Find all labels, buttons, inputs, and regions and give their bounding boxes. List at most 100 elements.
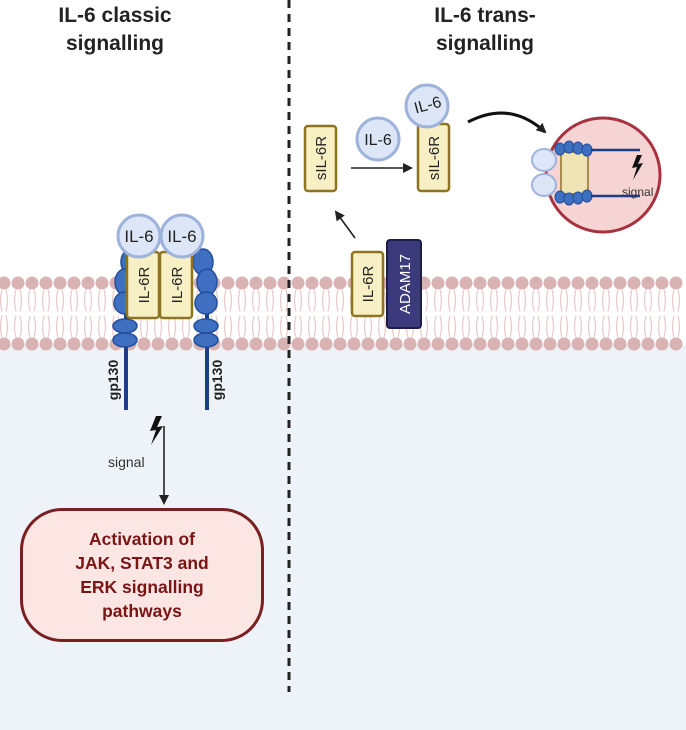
phospholipid-head — [431, 337, 445, 351]
phospholipid-head — [641, 337, 655, 351]
svg-text:IL-6: IL-6 — [412, 94, 443, 118]
phospholipid-head — [39, 337, 53, 351]
phospholipid-head — [515, 276, 529, 290]
phospholipid-head — [137, 337, 151, 351]
phospholipid-head — [95, 337, 109, 351]
phospholipid-head — [571, 337, 585, 351]
phospholipid-head — [669, 276, 683, 290]
phospholipid-head — [249, 337, 263, 351]
svg-text:IL-6: IL-6 — [167, 227, 196, 246]
title-classic-signalling: IL-6 classic signalling — [58, 4, 172, 55]
phospholipid-head — [249, 276, 263, 290]
svg-text:IL-6: IL-6 — [364, 132, 392, 149]
phospholipid-head — [473, 337, 487, 351]
phospholipid-head — [221, 276, 235, 290]
il6-sil6r-complex: sIL-6R IL-6 — [404, 83, 451, 193]
phospholipid-head — [655, 276, 669, 290]
phospholipid-head — [333, 276, 347, 290]
phospholipid-head — [151, 337, 165, 351]
phospholipid-head — [613, 276, 627, 290]
il6r-receptor-classic-2: IL-6R — [158, 250, 194, 320]
phospholipid-head — [627, 337, 641, 351]
phospholipid-head — [669, 337, 683, 351]
phospholipid-head — [655, 337, 669, 351]
lightning-bolt-icon-trans — [632, 155, 643, 180]
svg-text:IL-6R: IL-6R — [360, 265, 377, 302]
adam17-protease: ADAM17 — [386, 239, 422, 329]
svg-text:sIL-6R: sIL-6R — [313, 136, 330, 180]
phospholipid-head — [25, 337, 39, 351]
il6r-membrane-trans: IL-6R — [350, 250, 385, 318]
il6-ligand-classic-2: IL-6 — [159, 213, 205, 259]
phospholipid-head — [585, 276, 599, 290]
phospholipid-head — [375, 337, 389, 351]
phospholipid-head — [25, 276, 39, 290]
svg-text:IL-6: IL-6 — [124, 227, 153, 246]
phospholipid-head — [53, 337, 67, 351]
target-cell — [531, 116, 662, 234]
phospholipid-head — [319, 276, 333, 290]
phospholipid-head — [501, 276, 515, 290]
phospholipid-head — [557, 337, 571, 351]
phospholipid-head — [263, 337, 277, 351]
outcome-box: Activation of JAK, STAT3 and ERK signall… — [20, 508, 264, 642]
gp130-label-right: gp130 — [209, 360, 225, 401]
phospholipid-head — [403, 337, 417, 351]
phospholipid-head — [431, 276, 445, 290]
phospholipid-head — [459, 276, 473, 290]
phospholipid-head — [39, 276, 53, 290]
phospholipid-head — [11, 276, 25, 290]
il6-ligand-classic-1: IL-6 — [116, 213, 162, 259]
phospholipid-head — [0, 337, 11, 351]
phospholipid-head — [95, 276, 109, 290]
phospholipid-head — [11, 337, 25, 351]
phospholipid-head — [473, 276, 487, 290]
phospholipid-head — [235, 337, 249, 351]
phospholipid-head — [571, 276, 585, 290]
phospholipid-head — [305, 276, 319, 290]
svg-text:ADAM17: ADAM17 — [397, 254, 414, 314]
phospholipid-head — [0, 276, 11, 290]
phospholipid-head — [361, 337, 375, 351]
phospholipid-head — [347, 337, 361, 351]
phospholipid-head — [445, 276, 459, 290]
il6r-receptor-classic-1: IL-6R — [125, 250, 161, 320]
phospholipid-head — [459, 337, 473, 351]
signal-label-classic: signal — [108, 454, 145, 470]
outcome-text: Activation of JAK, STAT3 and ERK signall… — [75, 529, 209, 621]
phospholipid-head — [529, 337, 543, 351]
phospholipid-head — [263, 276, 277, 290]
phospholipid-head — [613, 337, 627, 351]
phospholipid-head — [445, 337, 459, 351]
phospholipid-head — [627, 276, 641, 290]
phospholipid-head — [333, 337, 347, 351]
phospholipid-head — [221, 337, 235, 351]
phospholipid-head — [291, 337, 305, 351]
phospholipid-head — [277, 276, 291, 290]
title-trans-signalling: IL-6 trans- signalling — [434, 4, 536, 55]
phospholipid-head — [417, 337, 431, 351]
phospholipid-head — [165, 337, 179, 351]
lightning-bolt-icon — [150, 416, 163, 445]
phospholipid-head — [487, 337, 501, 351]
phospholipid-head — [291, 276, 305, 290]
phospholipid-head — [305, 337, 319, 351]
phospholipid-head — [585, 337, 599, 351]
phospholipid-head — [235, 276, 249, 290]
phospholipid-head — [81, 276, 95, 290]
phospholipid-head — [319, 337, 333, 351]
phospholipid-head — [599, 337, 613, 351]
phospholipid-head — [81, 337, 95, 351]
phospholipid-head — [389, 337, 403, 351]
phospholipid-head — [501, 337, 515, 351]
phospholipid-head — [641, 276, 655, 290]
svg-text:sIL-6R: sIL-6R — [426, 136, 443, 180]
soluble-il6r: sIL-6R — [303, 124, 338, 193]
phospholipid-head — [557, 276, 571, 290]
phospholipid-head — [487, 276, 501, 290]
cell-membrane — [0, 276, 683, 351]
il6-ligand-free: IL-6 — [355, 116, 401, 162]
phospholipid-head — [599, 276, 613, 290]
phospholipid-head — [67, 276, 81, 290]
